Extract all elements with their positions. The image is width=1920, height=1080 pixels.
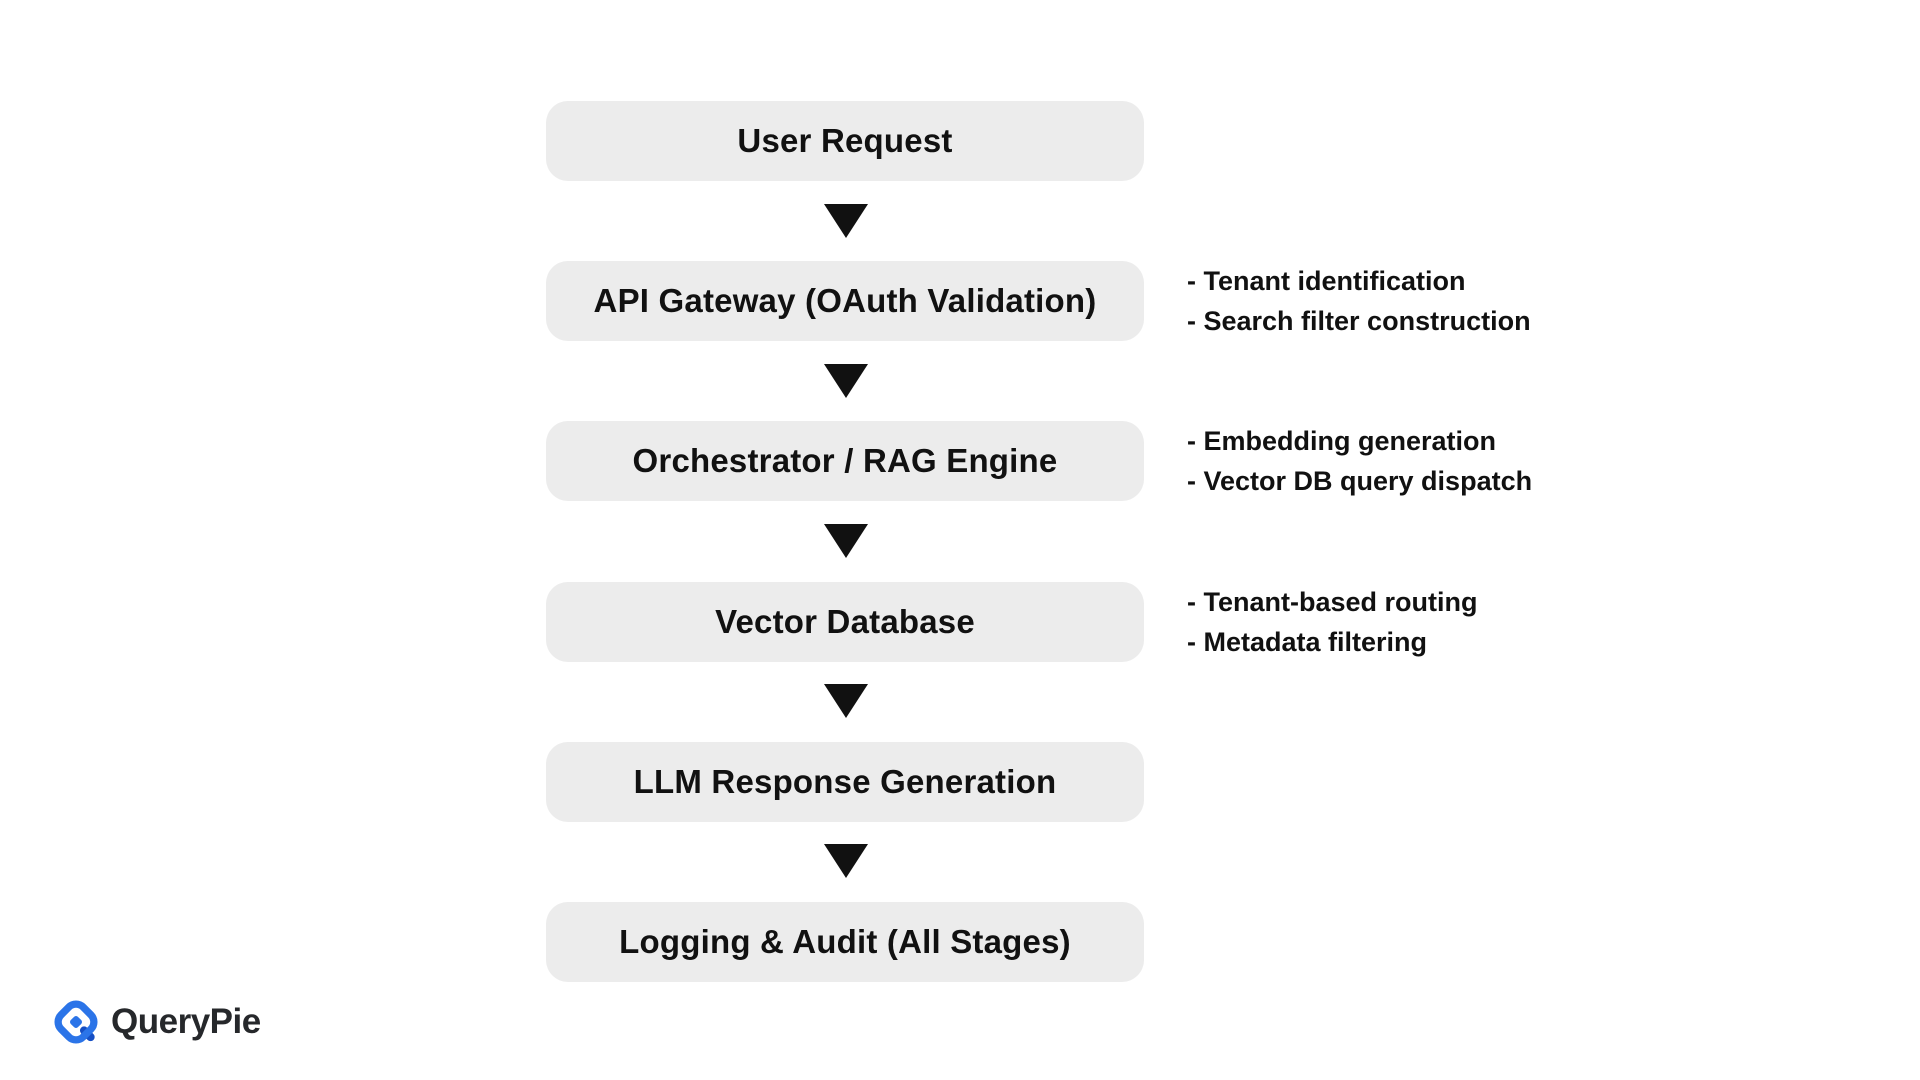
flow-step-label: Vector Database [715, 603, 975, 640]
flow-step-llm-response-generation: LLM Response Generation [546, 742, 1144, 822]
flow-step-label: User Request [737, 122, 953, 159]
down-arrow-icon [824, 364, 868, 398]
down-arrow-icon [824, 204, 868, 238]
down-arrow-icon [824, 684, 868, 718]
note-line: - Tenant identification [1187, 266, 1466, 296]
flow-step-logging-audit: Logging & Audit (All Stages) [546, 902, 1144, 982]
flow-step-label: API Gateway (OAuth Validation) [593, 282, 1097, 319]
notes-api-gateway: - Tenant identification - Search filter … [1187, 261, 1531, 341]
note-line: - Tenant-based routing [1187, 587, 1478, 617]
note-line: - Metadata filtering [1187, 627, 1428, 657]
querypie-logo: QueryPie [54, 1000, 261, 1044]
flow-step-api-gateway: API Gateway (OAuth Validation) [546, 261, 1144, 341]
flow-step-label: Orchestrator / RAG Engine [632, 442, 1058, 479]
flow-step-user-request: User Request [546, 101, 1144, 181]
down-arrow-icon [824, 524, 868, 558]
querypie-logo-icon [54, 1000, 98, 1044]
notes-vector-database: - Tenant-based routing - Metadata filter… [1187, 582, 1478, 662]
note-line: - Vector DB query dispatch [1187, 466, 1533, 496]
querypie-logo-text: QueryPie [111, 1002, 261, 1041]
flow-step-vector-database: Vector Database [546, 582, 1144, 662]
flow-step-label: Logging & Audit (All Stages) [619, 923, 1071, 960]
note-line: - Search filter construction [1187, 306, 1531, 336]
notes-orchestrator: - Embedding generation - Vector DB query… [1187, 421, 1532, 501]
note-line: - Embedding generation [1187, 426, 1497, 456]
flow-step-label: LLM Response Generation [633, 763, 1057, 800]
flow-step-orchestrator-rag-engine: Orchestrator / RAG Engine [546, 421, 1144, 501]
down-arrow-icon [824, 844, 868, 878]
